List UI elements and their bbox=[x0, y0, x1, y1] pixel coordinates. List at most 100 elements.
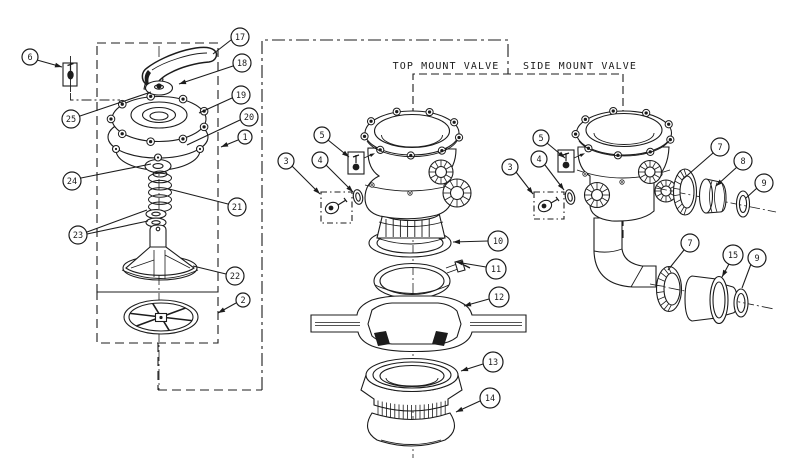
callout-number-24: 24 bbox=[67, 177, 77, 187]
callout-6: 6 bbox=[21, 48, 63, 68]
callout-2: 2 bbox=[217, 292, 251, 314]
callout-circle-12 bbox=[488, 286, 510, 308]
handle-pin-part bbox=[62, 56, 78, 92]
callout-21: 21 bbox=[168, 188, 247, 217]
handle-assembly-box bbox=[96, 42, 219, 293]
callout-8: 8 bbox=[715, 151, 753, 187]
callout-22: 22 bbox=[192, 265, 245, 286]
top-mount-ports bbox=[428, 159, 472, 208]
callout-3: 3 bbox=[277, 152, 321, 195]
callout-4: 4 bbox=[311, 151, 354, 193]
callout-circle-9 bbox=[754, 173, 774, 193]
callout-12: 12 bbox=[463, 286, 510, 308]
saddle-pad-left bbox=[374, 331, 390, 346]
hose-sleeve bbox=[366, 412, 456, 447]
callout-number-8: 8 bbox=[740, 157, 745, 167]
callout-number-18: 18 bbox=[237, 59, 247, 69]
callout-23: 23 bbox=[68, 209, 149, 245]
callout-number-15: 15 bbox=[728, 251, 738, 261]
callout-number-10: 10 bbox=[493, 237, 503, 247]
callout-number-4: 4 bbox=[317, 156, 322, 166]
callout-circle-5 bbox=[313, 126, 331, 144]
callout-25: 25 bbox=[61, 91, 152, 129]
callout-circle-8 bbox=[733, 151, 753, 171]
callout-17: 17 bbox=[212, 27, 250, 55]
clamp-band bbox=[373, 262, 451, 300]
callout-number-7: 7 bbox=[687, 239, 692, 249]
callout-number-3: 3 bbox=[507, 163, 512, 173]
callout-circle-2 bbox=[235, 292, 251, 308]
callout-circle-4 bbox=[530, 150, 548, 168]
callout-number-17: 17 bbox=[235, 33, 245, 43]
side-mount-ports bbox=[583, 159, 678, 209]
callout-circle-21 bbox=[227, 197, 247, 217]
callout-circle-5 bbox=[532, 129, 550, 147]
callout-circle-25 bbox=[61, 109, 81, 129]
callout-balloons: 6171819201252421232225431011121314543789… bbox=[21, 27, 774, 413]
callout-circle-6 bbox=[21, 48, 39, 66]
saddle-clamp bbox=[310, 295, 527, 353]
callout-number-9: 9 bbox=[754, 254, 759, 264]
callout-1: 1 bbox=[220, 129, 253, 148]
callout-15: 15 bbox=[721, 244, 744, 278]
callout-13: 13 bbox=[460, 351, 504, 373]
callout-circle-20 bbox=[239, 107, 259, 127]
callout-14: 14 bbox=[455, 387, 501, 413]
bulkhead-cylinder bbox=[684, 275, 717, 322]
callout-circle-10 bbox=[487, 230, 509, 252]
callout-number-12: 12 bbox=[494, 293, 504, 303]
callout-number-2: 2 bbox=[240, 296, 245, 306]
callout-number-19: 19 bbox=[236, 91, 246, 101]
callout-11: 11 bbox=[455, 258, 507, 280]
callout-9: 9 bbox=[741, 248, 767, 289]
side-mount-valve-label: SIDE MOUNT VALVE bbox=[523, 61, 637, 72]
union-nut-lower bbox=[655, 265, 683, 313]
washer-upper bbox=[145, 209, 167, 219]
callout-circle-11 bbox=[485, 258, 507, 280]
callout-number-22: 22 bbox=[230, 272, 240, 282]
callout-circle-22 bbox=[225, 266, 245, 286]
callout-number-5: 5 bbox=[538, 134, 543, 144]
callout-3: 3 bbox=[501, 158, 534, 195]
callout-7: 7 bbox=[667, 233, 700, 271]
union-nut-upper bbox=[672, 168, 698, 216]
callout-10: 10 bbox=[452, 230, 509, 252]
callout-7: 7 bbox=[681, 137, 730, 181]
top-flange-bolts bbox=[360, 107, 464, 160]
phantom-boxes bbox=[70, 39, 624, 391]
callout-number-5: 5 bbox=[319, 131, 324, 141]
callout-circle-3 bbox=[277, 152, 295, 170]
callout-circle-19 bbox=[231, 85, 251, 105]
callout-circle-3 bbox=[501, 158, 519, 176]
top-mount-valve bbox=[310, 107, 527, 458]
callout-number-11: 11 bbox=[491, 265, 501, 275]
callout-circle-9 bbox=[747, 248, 767, 268]
o-ring-lower bbox=[733, 288, 749, 318]
lower-extension-lines bbox=[157, 343, 262, 391]
callout-circle-24 bbox=[62, 171, 82, 191]
callout-number-20: 20 bbox=[244, 113, 254, 123]
rotor-stem bbox=[149, 224, 167, 248]
callout-circle-14 bbox=[479, 387, 501, 409]
spring bbox=[148, 170, 172, 213]
top-mount-valve-label: TOP MOUNT VALVE bbox=[393, 61, 500, 72]
pin-connector-line bbox=[70, 93, 120, 101]
callout-20: 20 bbox=[186, 107, 259, 146]
callout-circle-18 bbox=[232, 53, 252, 73]
callout-circle-13 bbox=[482, 351, 504, 373]
callout-19: 19 bbox=[198, 85, 251, 114]
label-bracket-line bbox=[412, 73, 624, 238]
callout-circle-7 bbox=[710, 137, 730, 157]
callout-number-6: 6 bbox=[27, 53, 32, 63]
top-mount-small-parts bbox=[320, 151, 375, 224]
callout-9: 9 bbox=[745, 173, 774, 199]
callout-number-3: 3 bbox=[283, 157, 288, 167]
plug-kit-box bbox=[533, 191, 565, 220]
callout-number-13: 13 bbox=[488, 358, 498, 368]
callout-5: 5 bbox=[532, 129, 566, 159]
rotor-cone bbox=[125, 246, 195, 276]
o-ring-upper bbox=[735, 190, 751, 218]
callout-number-9: 9 bbox=[761, 179, 766, 189]
o-ring-part bbox=[352, 189, 364, 205]
